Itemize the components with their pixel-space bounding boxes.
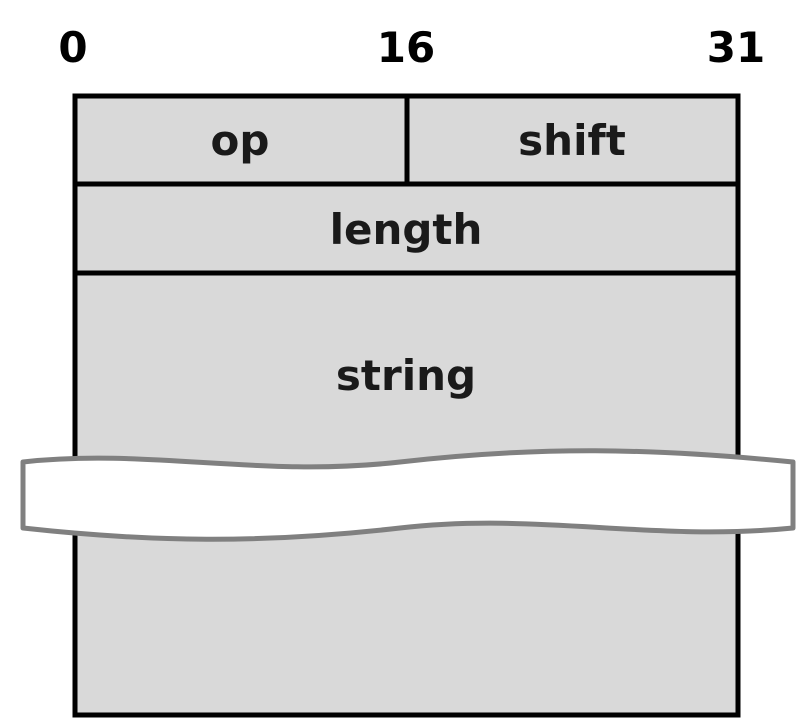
bit-marker-end: 31 xyxy=(707,23,765,72)
string-field-label: string xyxy=(336,351,476,400)
op-field-label: op xyxy=(211,116,270,165)
op-field-cell xyxy=(72,93,410,187)
shift-field-label: shift xyxy=(518,116,626,165)
variable-length-break xyxy=(20,448,796,542)
bit-marker-start: 0 xyxy=(58,23,87,72)
length-field-label: length xyxy=(330,205,483,254)
bit-marker-middle: 16 xyxy=(377,23,435,72)
